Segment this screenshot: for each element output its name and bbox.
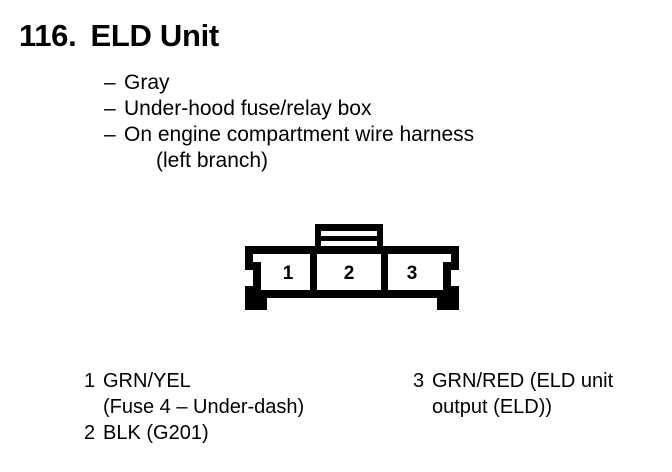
- pin-wire-label: GRN/RED (ELD unit: [432, 370, 614, 392]
- page-title: 116. ELD Unit: [19, 18, 219, 54]
- connector-cavity-divider: [310, 246, 317, 290]
- pin-number: 2: [84, 422, 96, 444]
- description-list: –Gray –Under-hood fuse/relay box –On eng…: [104, 70, 474, 174]
- pin-number: 3: [413, 370, 425, 392]
- description-item-label: Under-hood fuse/relay box: [124, 97, 372, 120]
- pin-wire-label: GRN/YEL: [103, 370, 191, 392]
- pin-wire-label: BLK (G201): [103, 422, 209, 444]
- connector-cavity-label-1: 1: [283, 263, 294, 284]
- dash-bullet-icon: –: [104, 97, 116, 120]
- dash-bullet-icon: –: [104, 123, 116, 146]
- connector-diagram: 1 2 3: [232, 222, 472, 322]
- pin-legend-entry: 3 GRN/RED (ELD unit output (ELD)): [413, 368, 613, 420]
- description-item-continuation: (left branch): [156, 149, 269, 172]
- connector-body: [245, 246, 459, 310]
- pin-legend-entry: 2 BLK (G201): [84, 420, 304, 446]
- pin-legend-entry: 1 GRN/YEL (Fuse 4 – Under-dash): [84, 368, 304, 420]
- connector-cavity-divider: [381, 246, 388, 290]
- pin-legend-right: 3 GRN/RED (ELD unit output (ELD)): [413, 368, 613, 420]
- description-item: –Gray: [104, 70, 474, 96]
- description-item-label: Gray: [124, 71, 170, 94]
- dash-bullet-icon: –: [104, 71, 116, 94]
- description-item-label: On engine compartment wire harness: [124, 123, 475, 146]
- page-title-text: ELD Unit: [90, 18, 219, 53]
- page-title-number: 116.: [19, 18, 77, 53]
- description-item: –Under-hood fuse/relay box: [104, 96, 474, 122]
- connector-cavity-label-3: 3: [407, 263, 418, 284]
- pin-legend-left: 1 GRN/YEL (Fuse 4 – Under-dash) 2 BLK (G20…: [84, 368, 304, 446]
- pin-wire-detail: output (ELD)): [432, 396, 553, 418]
- connector-cavity-label-2: 2: [344, 263, 355, 284]
- description-item: –On engine compartment wire harness: [104, 122, 474, 148]
- pin-number: 1: [84, 370, 96, 392]
- pin-wire-detail: (Fuse 4 – Under-dash): [103, 396, 305, 418]
